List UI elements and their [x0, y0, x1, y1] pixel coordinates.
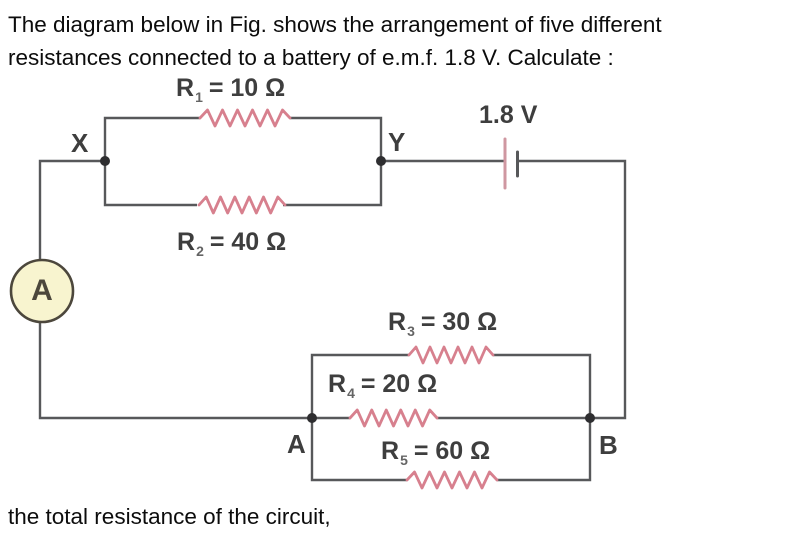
- junction-node-a: [307, 413, 317, 423]
- node-label-x: X: [71, 128, 89, 158]
- battery-voltage-label: 1.8 V: [479, 101, 538, 129]
- resistor-r5-zigzag: [405, 470, 499, 490]
- circuit-wires: [38, 116, 627, 482]
- resistor-r4-zigzag: [348, 408, 439, 428]
- junction-node-y: [376, 156, 386, 166]
- resistor-label-r1: R1= 10 Ω: [176, 74, 286, 105]
- question-line-2: resistances connected to a battery of e.…: [8, 44, 614, 70]
- resistor-label-r2: R2= 40 Ω: [177, 228, 287, 259]
- ammeter-letter: A: [31, 274, 53, 307]
- question-text: The diagram below in Fig. shows the arra…: [8, 9, 662, 74]
- footer-question-text: the total resistance of the circuit,: [8, 504, 331, 529]
- question-line-1: The diagram below in Fig. shows the arra…: [8, 12, 662, 37]
- ammeter-icon: [9, 258, 75, 324]
- resistor-label-r5: R5= 60 Ω: [381, 437, 491, 468]
- resistor-r2-zigzag: [197, 195, 287, 215]
- resistor-label-r3: R3= 30 Ω: [388, 308, 498, 339]
- junction-node-x: [100, 156, 110, 166]
- junction-node-b: [585, 413, 595, 423]
- node-label-a: A: [287, 429, 306, 459]
- resistor-label-r4: R4= 20 Ω: [328, 370, 438, 401]
- node-label-b: B: [599, 430, 618, 460]
- node-label-y: Y: [388, 127, 406, 157]
- battery-icon: [503, 137, 519, 190]
- resistor-r3-zigzag: [407, 345, 495, 365]
- resistor-r1-zigzag: [198, 108, 292, 128]
